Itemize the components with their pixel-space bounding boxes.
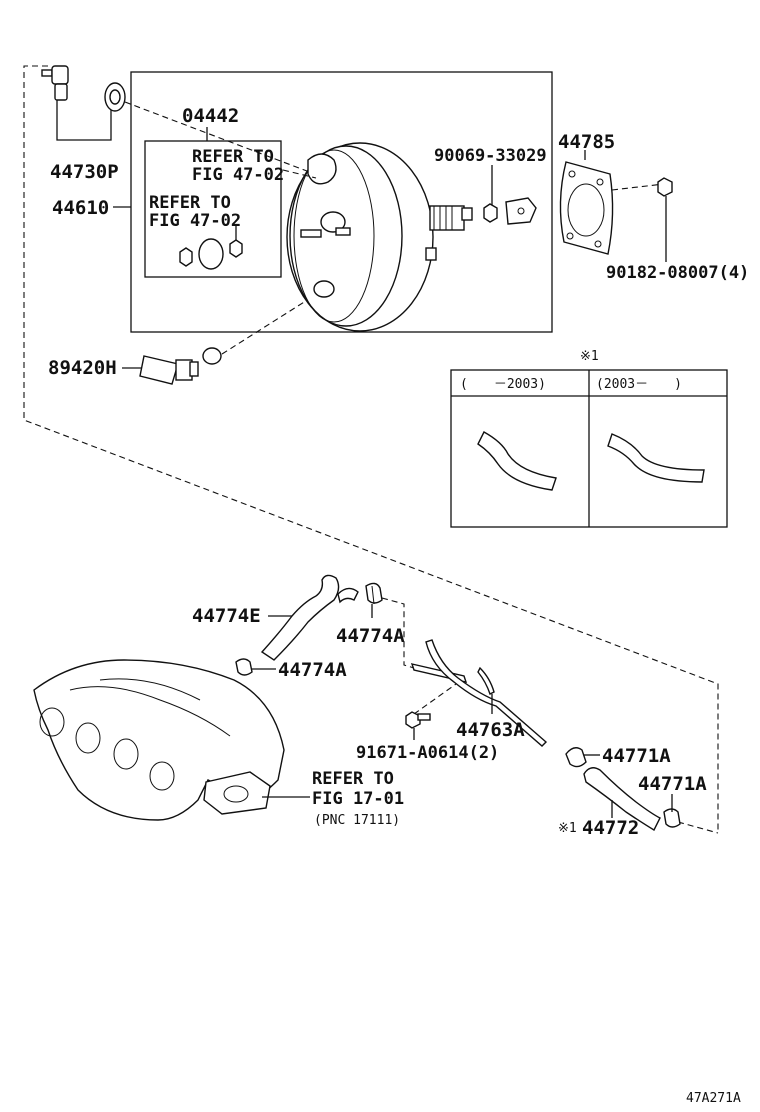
dashed-link-44771A [677, 821, 719, 834]
label-ref17-1: REFER TO [312, 769, 394, 789]
leader-ref47-a [282, 169, 317, 179]
refer-box [144, 140, 282, 278]
booster-assembly-frame [130, 71, 553, 333]
label-ref17-2: FIG 17-01 [312, 789, 404, 809]
inset-note-mark: ※1 [580, 349, 599, 364]
label-ref47-a1: REFER TO [192, 147, 274, 167]
figure-id: 47A271A [686, 1091, 741, 1106]
dashed-route-lower [381, 597, 415, 669]
check-valve-44730P-icon [41, 65, 126, 112]
clip-44774A-lower-icon [235, 658, 253, 676]
nut-icon-2 [229, 239, 243, 258]
hose-44772-icon [583, 767, 661, 831]
label-44774A-upper: 44774A [336, 625, 405, 647]
dashed-link-44785 [611, 183, 665, 191]
label-ref47-a2: FIG 47-02 [192, 165, 284, 185]
label-ref47-b1: REFER TO [149, 193, 231, 213]
dashed-link-44730P [124, 101, 321, 177]
label-ref47-b2: FIG 47-02 [149, 211, 241, 231]
gasket-44785-icon [559, 161, 614, 255]
clevis-bracket-icon [505, 197, 537, 225]
label-44610: 44610 [52, 197, 109, 219]
label-44772: 44772 [582, 817, 639, 839]
pipe-44763A-icon [410, 639, 548, 747]
footnote-mark-44772: ※1 [558, 821, 577, 836]
intake-manifold-icon [33, 659, 285, 821]
label-44774A-lower: 44774A [278, 659, 347, 681]
label-44774E: 44774E [192, 605, 261, 627]
brake-booster-icon [286, 142, 473, 332]
inset-col-left: ( －2003) [460, 377, 546, 392]
inset-col-right: (2003－ ) [596, 377, 682, 392]
dashed-envelope-top [23, 65, 719, 833]
label-90069: 90069-33029 [434, 146, 547, 166]
label-89420H: 89420H [48, 357, 117, 379]
label-44771A-lower: 44771A [638, 773, 707, 795]
label-44785: 44785 [558, 131, 615, 153]
label-ref17-3: (PNC 17111) [314, 813, 400, 828]
bolt-91671-icon [405, 711, 431, 729]
nut-icon [179, 247, 193, 267]
clip-44771A-lower-icon [663, 808, 681, 828]
leader-44730P [56, 100, 112, 141]
dashed-link-89420H [221, 291, 321, 355]
label-44730P: 44730P [50, 161, 119, 183]
nut-90069-icon [483, 203, 498, 223]
pressure-sensor-89420H-icon [139, 347, 222, 385]
label-90182: 90182-08007(4) [606, 263, 749, 283]
hose-post-2003-icon [607, 433, 705, 483]
hose-pre-2003-icon [477, 431, 557, 491]
clip-44774A-upper-icon [365, 582, 383, 605]
label-91671: 91671-A0614(2) [356, 743, 499, 763]
label-44763A: 44763A [456, 719, 525, 741]
nut-90182-icon [657, 177, 673, 197]
label-44771A-upper: 44771A [602, 745, 671, 767]
o-ring-icon [198, 238, 224, 270]
clip-44771A-upper-icon [565, 747, 587, 768]
hose-44774E-icon [260, 574, 340, 661]
dashed-link-91671 [413, 683, 457, 715]
label-04442: 04442 [182, 105, 239, 127]
